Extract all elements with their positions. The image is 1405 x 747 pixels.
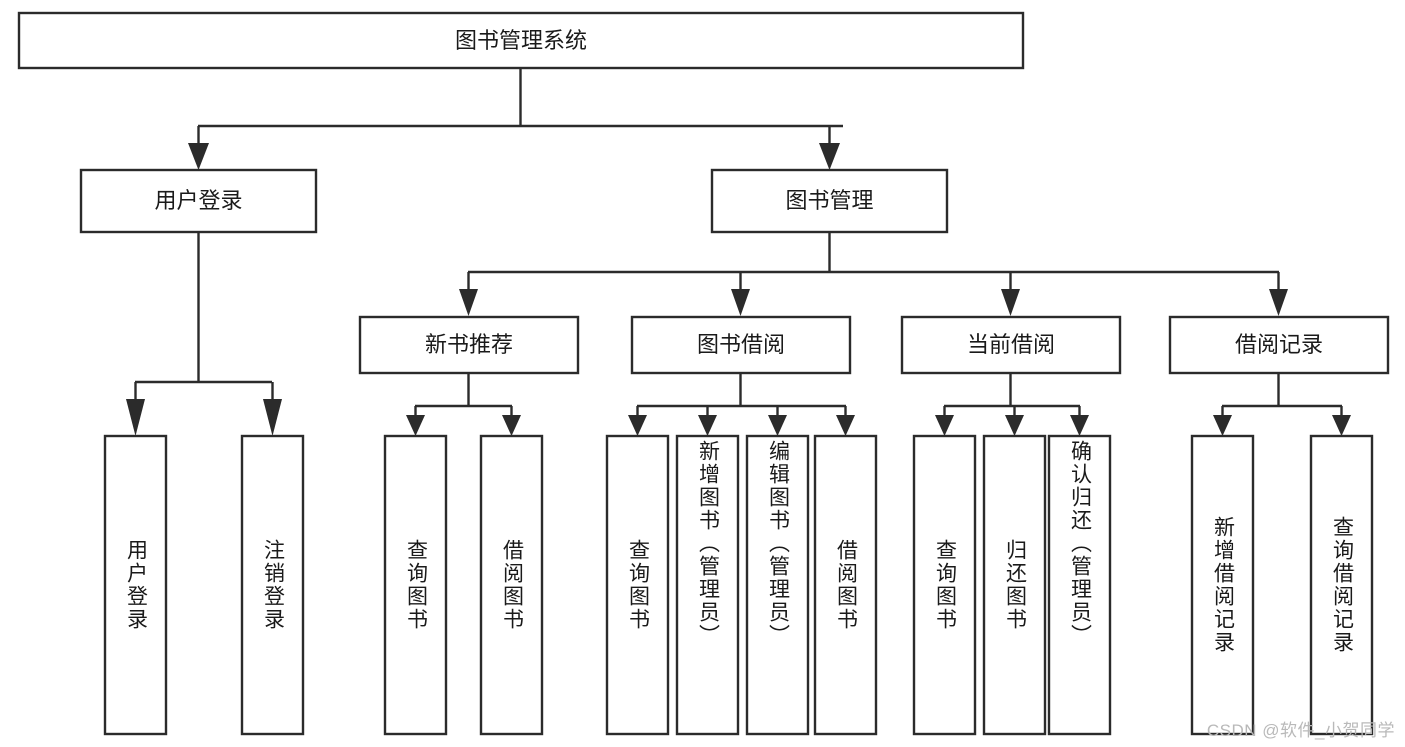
arrow-icon-leaf-cb-2: [1005, 415, 1024, 436]
node-book-manage-label: 图书管理: [785, 188, 873, 213]
node-book-manage[interactable]: 图书管理: [710, 168, 949, 234]
node-current-borrow[interactable]: 当前借阅: [900, 315, 1122, 375]
arrow-icon-leaf-bb-3: [768, 415, 787, 436]
leaf-box-user-login-2[interactable]: [240, 434, 305, 736]
node-new-book-recommend-box[interactable]: [358, 315, 580, 375]
leaf-boxes-borrow-record: [1190, 434, 1374, 736]
leaf-box-nbr-1[interactable]: [383, 434, 448, 736]
leaf-box-user-login-1[interactable]: [103, 434, 168, 736]
watermark-text: CSDN @软件_小贺同学: [1206, 721, 1395, 740]
connector-group-book-borrow: [628, 373, 855, 436]
leaf-box-br-1[interactable]: [1190, 434, 1255, 736]
node-book-borrow-label: 图书借阅: [697, 332, 785, 357]
arrow-icon-leaf-nbr-1: [406, 415, 425, 436]
connector-group-book-manage: [459, 232, 1288, 316]
node-root-box[interactable]: [17, 11, 1025, 70]
arrow-icon-leaf-cb-3: [1070, 415, 1089, 436]
node-new-book-recommend-label: 新书推荐: [425, 332, 513, 357]
leaf-boxes-book-borrow: [605, 434, 878, 736]
leaf-box-nbr-2[interactable]: [479, 434, 544, 736]
connector-group-new-book-recommend: [406, 373, 521, 436]
node-current-borrow-label: 当前借阅: [967, 332, 1055, 357]
leaf-box-cb-2[interactable]: [982, 434, 1047, 736]
node-current-borrow-box[interactable]: [900, 315, 1122, 375]
arrow-icon-user-login: [188, 143, 209, 170]
arrow-icon-book-manage: [819, 143, 840, 170]
leaf-box-br-2[interactable]: [1309, 434, 1374, 736]
connector-group-borrow-record: [1213, 373, 1351, 436]
arrow-icon-leaf-bb-2: [698, 415, 717, 436]
arrow-icon-new-book-recommend: [459, 289, 478, 316]
leaf-box-bb-2[interactable]: [675, 434, 740, 736]
arrow-icon-borrow-record: [1269, 289, 1288, 316]
connector-group-root: [188, 68, 843, 170]
node-user-login[interactable]: 用户登录: [79, 168, 318, 234]
node-book-borrow[interactable]: 图书借阅: [630, 315, 852, 375]
leaf-boxes-current-borrow: [912, 434, 1112, 736]
leaf-box-cb-3[interactable]: [1047, 434, 1112, 736]
node-user-login-box[interactable]: [79, 168, 318, 234]
arrow-icon-leaf-user-login-1: [126, 399, 145, 436]
leaf-boxes-new-book-recommend: [383, 434, 544, 736]
node-user-login-label: 用户登录: [154, 188, 242, 213]
node-book-borrow-box[interactable]: [630, 315, 852, 375]
node-book-manage-box[interactable]: [710, 168, 949, 234]
node-borrow-record[interactable]: 借阅记录: [1168, 315, 1390, 375]
connector-group-current-borrow: [935, 373, 1089, 436]
node-root[interactable]: 图书管理系统: [17, 11, 1025, 70]
connector-group-user-login: [126, 232, 282, 436]
leaf-box-bb-1[interactable]: [605, 434, 670, 736]
leaf-boxes-user-login: [103, 434, 305, 736]
arrow-icon-leaf-nbr-2: [502, 415, 521, 436]
leaf-box-bb-3[interactable]: [745, 434, 810, 736]
arrow-icon-leaf-br-1: [1213, 415, 1232, 436]
node-new-book-recommend[interactable]: 新书推荐: [358, 315, 580, 375]
leaf-box-bb-4[interactable]: [813, 434, 878, 736]
node-borrow-record-label: 借阅记录: [1235, 332, 1323, 357]
arrow-icon-leaf-user-login-2: [263, 399, 282, 436]
arrow-icon-leaf-cb-1: [935, 415, 954, 436]
arrow-icon-current-borrow: [1001, 289, 1020, 316]
arrow-icon-book-borrow: [731, 289, 750, 316]
arrow-icon-leaf-br-2: [1332, 415, 1351, 436]
arrow-icon-leaf-bb-1: [628, 415, 647, 436]
node-root-label: 图书管理系统: [455, 28, 587, 53]
node-borrow-record-box[interactable]: [1168, 315, 1390, 375]
arrow-icon-leaf-bb-4: [836, 415, 855, 436]
leaf-box-cb-1[interactable]: [912, 434, 977, 736]
